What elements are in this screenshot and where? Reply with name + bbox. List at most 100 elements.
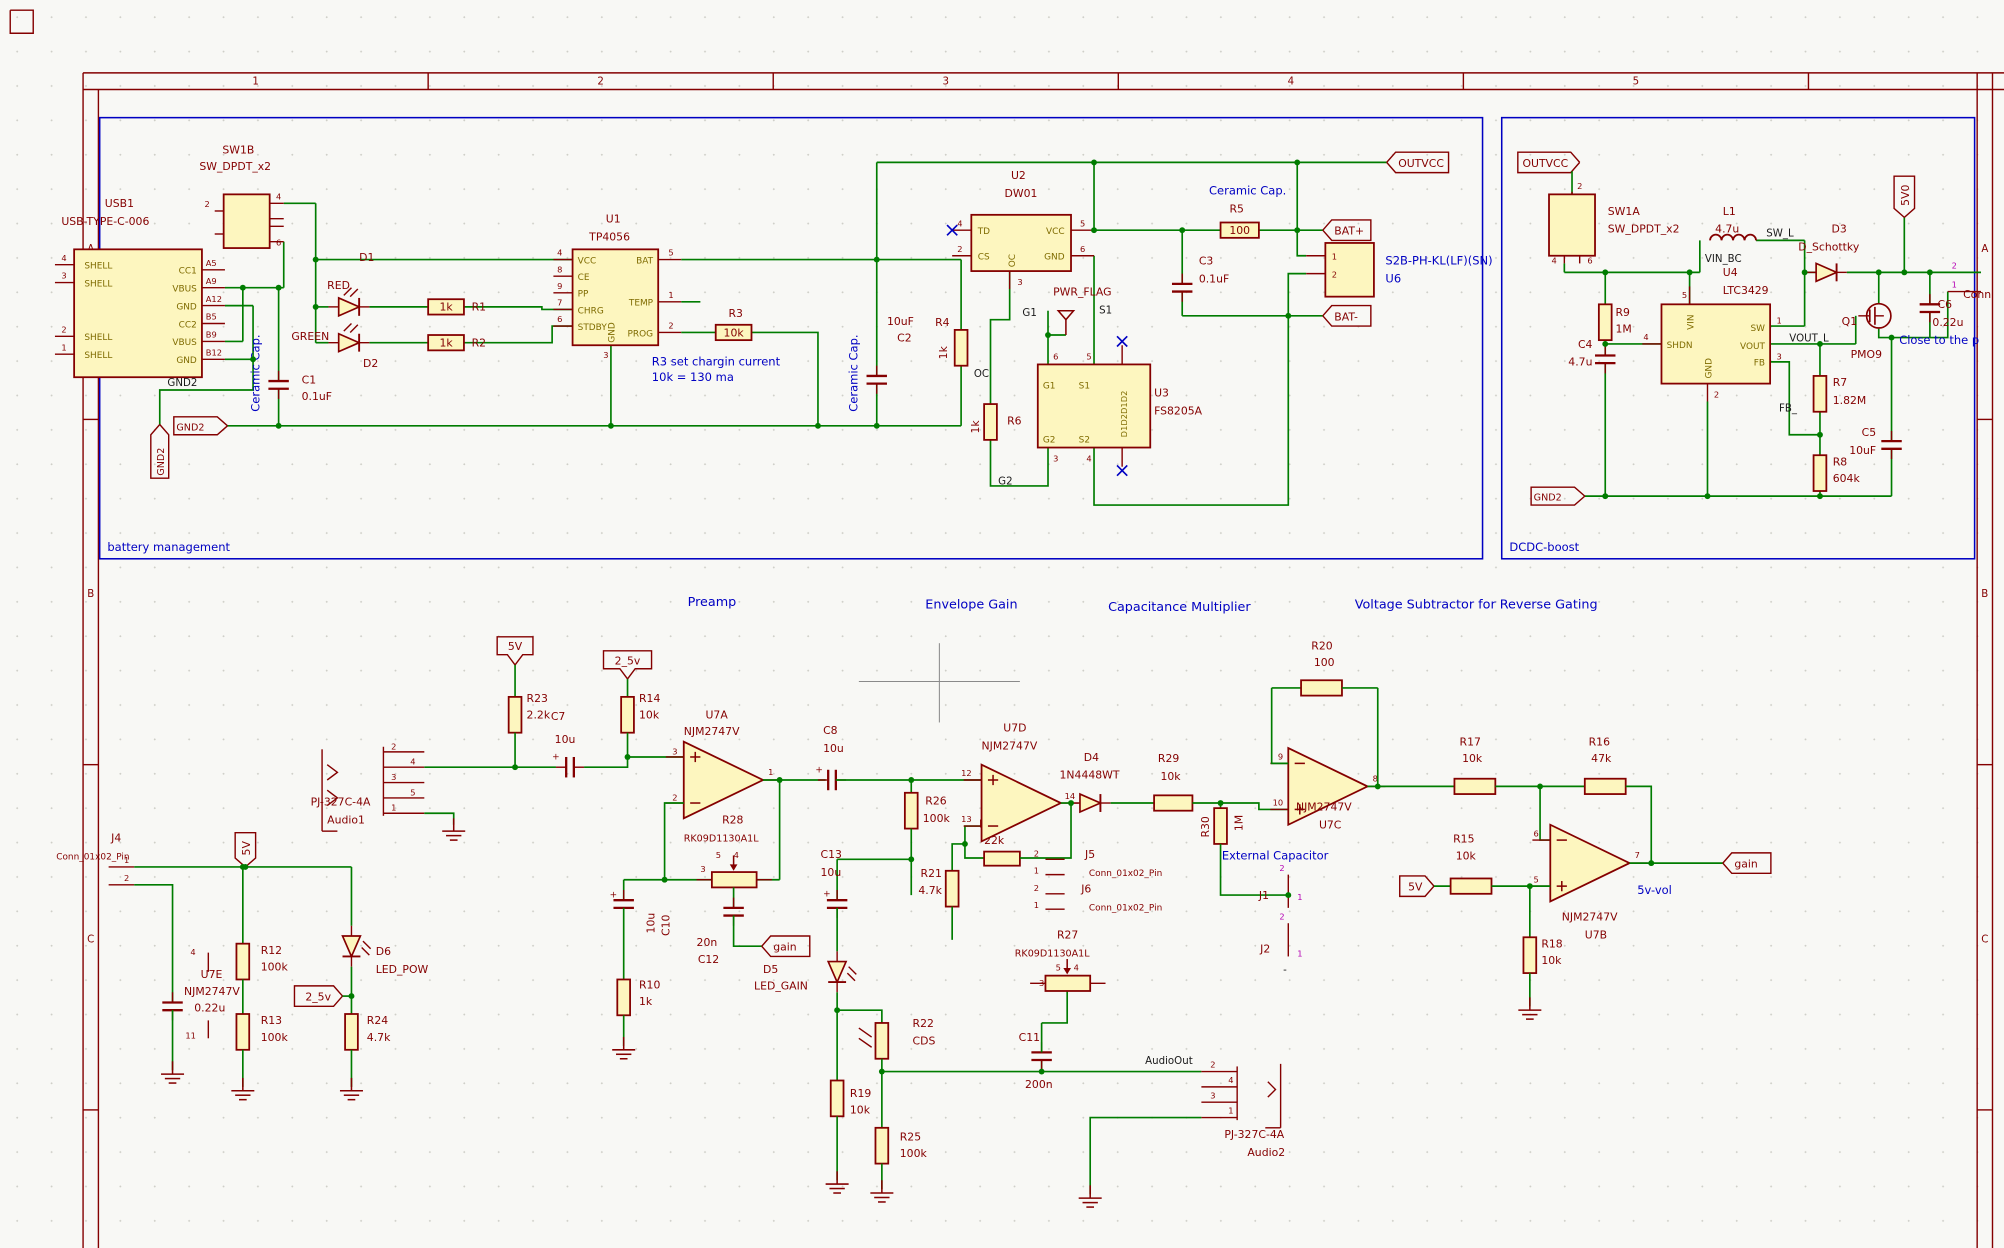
label-r19[interactable]: R19 [850, 1087, 871, 1100]
led-d5[interactable] [846, 972, 856, 982]
label-u7c[interactable]: U7C [1319, 819, 1341, 832]
junction[interactable] [1817, 341, 1823, 347]
label-r16[interactable]: R16 [1589, 735, 1610, 748]
label-4[interactable]: 4 [734, 850, 739, 860]
junction[interactable] [250, 356, 256, 363]
label-gnd[interactable]: GND [608, 322, 618, 343]
wire[interactable] [1770, 361, 1820, 436]
ldr-arrow[interactable] [858, 1027, 873, 1038]
label-c3[interactable]: C3 [1199, 255, 1214, 268]
junction[interactable] [607, 422, 614, 429]
diode-d4[interactable] [1079, 792, 1103, 814]
potentiometer-r27[interactable] [1044, 974, 1092, 992]
led-d5[interactable] [826, 960, 848, 985]
label-3[interactable]: 3 [1039, 978, 1044, 988]
label-d1[interactable]: D1 [359, 251, 374, 264]
junction[interactable] [1526, 883, 1533, 890]
power-flag-gnd2[interactable]: GND2 [1534, 493, 1562, 504]
label-2[interactable]: 2 [1279, 863, 1284, 873]
label-2[interactable]: 2 [668, 321, 673, 331]
label-2[interactable]: 2 [124, 873, 129, 883]
label-u7a[interactable]: U7A [705, 709, 728, 722]
label-gnd2[interactable]: GND2 [167, 378, 197, 389]
led-d6[interactable] [361, 947, 370, 956]
label-njm2747v[interactable]: NJM2747V [684, 725, 740, 738]
label-100k[interactable]: 100k [923, 812, 951, 825]
label-3[interactable]: 3 [672, 746, 677, 756]
label-vin[interactable]: VIN [1686, 314, 1696, 329]
label-u2[interactable]: U2 [1011, 169, 1026, 182]
ic-tp4056-body[interactable] [571, 248, 660, 347]
no-connect-mark[interactable] [1116, 464, 1128, 477]
label-1m[interactable]: 1M [1615, 322, 1631, 335]
wire[interactable] [1019, 803, 1072, 859]
label-rk09d1130a1l[interactable]: RK09D1130A1L [1015, 948, 1091, 959]
label-audio1[interactable]: Audio1 [327, 813, 365, 826]
switch-body[interactable] [1548, 193, 1596, 257]
inductor-l1[interactable] [1709, 233, 1757, 241]
label-conn-01x02-pin[interactable]: Conn_01x02_Pin [1089, 903, 1162, 913]
label-6[interactable]: 6 [1080, 244, 1085, 254]
label-2[interactable]: 2 [1332, 269, 1337, 279]
label-r2[interactable]: R2 [472, 337, 486, 350]
label-200n[interactable]: 200n [1025, 1078, 1053, 1091]
junction[interactable] [1901, 269, 1908, 276]
label-td[interactable]: TD [977, 227, 990, 237]
potentiometer-r28[interactable] [729, 864, 738, 871]
label-r24[interactable]: R24 [367, 1014, 388, 1027]
resistor-r22-cds[interactable] [874, 1022, 890, 1060]
resistor-r10[interactable] [616, 978, 631, 1017]
label-0-22u[interactable]: 0.22u [194, 1001, 225, 1014]
no-connect-mark[interactable] [1116, 335, 1128, 348]
label-led-pow[interactable]: LED_POW [376, 963, 429, 976]
junction[interactable] [1294, 227, 1301, 234]
label-1[interactable]: 1 [1034, 865, 1039, 875]
label--[interactable]: + [552, 753, 559, 763]
label-2[interactable]: 2 [672, 792, 677, 802]
label-d3[interactable]: D3 [1831, 223, 1846, 236]
label-fb-[interactable]: FB_ [1779, 404, 1798, 415]
led-d1[interactable] [343, 287, 352, 296]
net-label-bat-[interactable]: BAT- [1334, 310, 1358, 323]
power-flag-gnd2[interactable] [173, 416, 228, 436]
label-prog[interactable]: PROG [628, 329, 654, 339]
label-5[interactable]: 5 [1080, 218, 1085, 228]
label-3[interactable]: 3 [1210, 1090, 1215, 1100]
wire[interactable] [1296, 230, 1307, 257]
label-3[interactable]: 3 [1017, 277, 1022, 287]
label-r17[interactable]: R17 [1460, 735, 1481, 748]
potentiometer-r28[interactable] [710, 871, 758, 889]
label-pp[interactable]: PP [578, 290, 589, 300]
label-4-7k[interactable]: 4.7k [918, 884, 942, 897]
label-10k[interactable]: 10k [1462, 752, 1483, 765]
label-cds[interactable]: CDS [913, 1035, 936, 1048]
label-cc1[interactable]: CC1 [179, 267, 197, 277]
label-close-to-the-p[interactable]: Close to the p [1899, 333, 1979, 347]
label-1n4448wt[interactable]: 1N4448WT [1060, 769, 1120, 782]
label-2[interactable]: 2 [204, 199, 209, 209]
led-d6[interactable] [362, 940, 372, 950]
junction[interactable] [661, 876, 668, 883]
label-oc[interactable]: OC [1008, 254, 1018, 267]
wire[interactable] [1270, 687, 1289, 765]
label-5[interactable]: 5 [1056, 963, 1061, 973]
junction[interactable] [908, 777, 915, 783]
label-cs[interactable]: CS [978, 253, 990, 263]
label-sw1a[interactable]: SW1A [1608, 205, 1641, 218]
label-envelope-gain[interactable]: Envelope Gain [925, 598, 1017, 613]
label-r22[interactable]: R22 [913, 1017, 934, 1030]
diode-d3[interactable] [1815, 262, 1839, 283]
label-4[interactable]: 4 [410, 757, 415, 767]
label-vbus[interactable]: VBUS [172, 285, 197, 295]
junction[interactable] [1602, 493, 1609, 500]
label-11[interactable]: 11 [185, 1030, 196, 1040]
label-3[interactable]: 3 [1777, 351, 1782, 361]
label-pj-327c-4a[interactable]: PJ-327C-4A [311, 796, 371, 809]
label-dw01[interactable]: DW01 [1005, 187, 1038, 200]
label-7[interactable]: 7 [1635, 850, 1640, 860]
symbol-line[interactable] [326, 764, 339, 781]
label-c1[interactable]: C1 [302, 374, 316, 387]
label-r18[interactable]: R18 [1541, 938, 1562, 951]
label-10k[interactable]: 10k [724, 326, 745, 339]
label-sw-l[interactable]: SW_L [1766, 229, 1794, 240]
